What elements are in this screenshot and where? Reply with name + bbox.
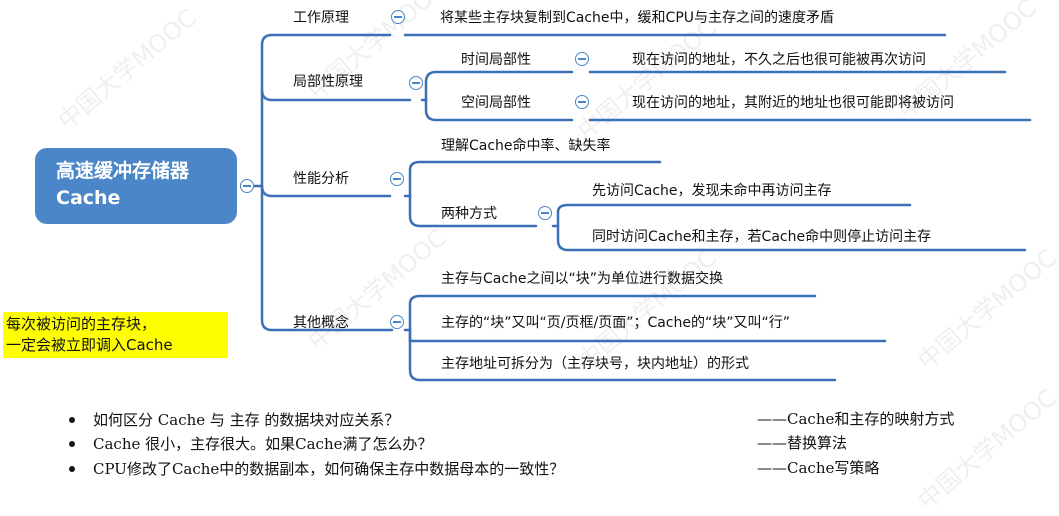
node-working-principle[interactable]: 工作原理: [293, 10, 349, 26]
collapse-icon[interactable]: [390, 172, 404, 186]
collapse-icon[interactable]: [575, 95, 589, 109]
node-locality[interactable]: 局部性原理: [293, 74, 363, 90]
node-other-3[interactable]: 主存地址可拆分为（主存块号，块内地址）的形式: [441, 356, 749, 372]
collapse-icon[interactable]: [538, 206, 552, 220]
collapse-icon[interactable]: [390, 315, 404, 329]
node-two-ways[interactable]: 两种方式: [441, 206, 497, 222]
bullet-icon: [69, 466, 75, 472]
answer-text: ——替换算法: [757, 434, 848, 452]
node-temporal-locality[interactable]: 时间局部性: [461, 52, 531, 68]
answer-text: ——Cache和主存的映射方式: [757, 410, 955, 428]
question-item: CPU修改了Cache中的数据副本，如何确保主存中数据母本的一致性？: [69, 457, 565, 481]
node-understand-hit-rate[interactable]: 理解Cache命中率、缺失率: [441, 138, 611, 154]
question-item: 如何区分 Cache 与 主存 的数据块对应关系？: [69, 408, 400, 432]
node-working-principle-desc[interactable]: 将某些主存块复制到Cache中，缓和CPU与主存之间的速度矛盾: [440, 10, 835, 26]
note-line-2: 一定会被立即调入Cache: [6, 336, 173, 354]
root-title-line1: 高速缓冲存储器: [56, 160, 190, 182]
node-other-2[interactable]: 主存的“块”又叫“页/页框/页面”；Cache的“块”又叫“行”: [441, 315, 790, 331]
collapse-icon[interactable]: [391, 10, 405, 24]
question-item: Cache 很小，主存很大。如果Cache满了怎么办？: [69, 432, 433, 456]
question-text: Cache 很小，主存很大。如果Cache满了怎么办？: [93, 435, 433, 453]
bullet-icon: [69, 417, 75, 423]
root-title-line2: Cache: [56, 187, 121, 209]
node-performance[interactable]: 性能分析: [293, 171, 349, 187]
node-temporal-desc[interactable]: 现在访问的地址，不久之后也很可能被再次访问: [632, 52, 926, 68]
question-text: CPU修改了Cache中的数据副本，如何确保主存中数据母本的一致性？: [93, 460, 565, 478]
highlight-note: 每次被访问的主存块， 一定会被立即调入Cache: [3, 312, 228, 358]
note-line-1: 每次被访问的主存块，: [6, 315, 157, 333]
collapse-icon[interactable]: [575, 52, 589, 66]
node-spatial-locality[interactable]: 空间局部性: [461, 95, 531, 111]
collapse-icon[interactable]: [409, 76, 423, 90]
mindmap-connectors: [250, 33, 1032, 382]
node-spatial-desc[interactable]: 现在访问的地址，其附近的地址也很可能即将被访问: [632, 95, 954, 111]
node-other-1[interactable]: 主存与Cache之间以“块”为单位进行数据交换: [441, 271, 724, 287]
node-way-2[interactable]: 同时访问Cache和主存，若Cache命中则停止访问主存: [592, 229, 932, 245]
node-other-concepts[interactable]: 其他概念: [293, 315, 349, 331]
root-node-cache[interactable]: 高速缓冲存储器 Cache: [35, 148, 237, 224]
node-way-1[interactable]: 先访问Cache，发现未命中再访问主存: [592, 183, 832, 199]
answer-text: ——Cache写策略: [757, 459, 880, 477]
question-text: 如何区分 Cache 与 主存 的数据块对应关系？: [93, 411, 400, 429]
bullet-icon: [69, 441, 75, 447]
collapse-icon[interactable]: [240, 179, 254, 193]
